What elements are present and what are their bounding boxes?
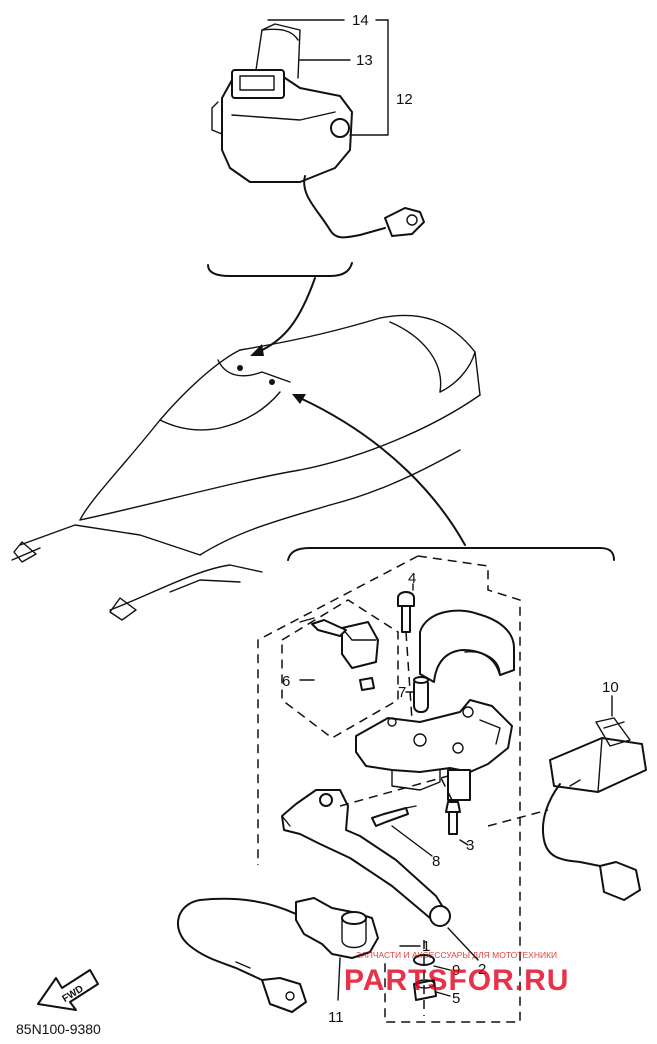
upper-bracket: [207, 262, 353, 356]
arrow-head: [292, 394, 306, 404]
callout-10: 10: [602, 679, 619, 696]
watermark-brand: PARTSFOR.RU: [344, 964, 569, 997]
lever-axis: [339, 775, 449, 807]
leader-8: [391, 825, 433, 857]
axis-4: [405, 631, 413, 721]
leader-lines-top: [267, 19, 389, 136]
brake-lever: [281, 789, 451, 927]
watermark-logo: ЗАПЧАСТИ И АКСЕССУАРЫ ДЛЯ МОТОТЕХНИКИ PA…: [344, 950, 569, 997]
switch-assembly: [211, 23, 425, 239]
leader-9: [433, 965, 451, 971]
part-7-pin: [413, 676, 429, 713]
drawing-code: 85N100-9380: [16, 1021, 101, 1037]
part-11-switch: [177, 897, 379, 1013]
callout-8: 8: [432, 853, 440, 870]
watermark-tagline: ЗАПЧАСТИ И АКСЕССУАРЫ ДЛЯ МОТОТЕХНИКИ: [356, 950, 557, 960]
part-4-bolt: [397, 591, 415, 633]
callout-1: 1: [422, 938, 430, 955]
fwd-arrow-icon: FWD: [37, 969, 99, 1011]
callout-2: 2: [478, 961, 486, 978]
callout-7: 7: [398, 684, 406, 701]
leader-2: [447, 927, 479, 961]
parts-9-5-fasteners: [413, 954, 437, 1001]
part-8-screw: [371, 805, 417, 827]
callout-12: 12: [396, 91, 413, 108]
part-10-connector: [542, 717, 647, 901]
axis-10: [487, 809, 549, 827]
clamp-cap: [419, 609, 515, 683]
part-3-bolt: [445, 801, 461, 835]
callout-14: 14: [352, 12, 369, 29]
callout-11: 11: [328, 1009, 344, 1026]
exploded-frame: [257, 555, 521, 1023]
lever-bracket: [355, 699, 513, 801]
leader-5: [435, 991, 451, 997]
callout-5: 5: [452, 990, 460, 1007]
axis-3: [439, 775, 453, 801]
callout-13: 13: [356, 52, 373, 69]
callout-3: 3: [466, 837, 474, 854]
lower-bracket: [287, 547, 615, 561]
callout-4: 4: [408, 570, 416, 587]
leader-11: [337, 957, 341, 1001]
part-6-adjuster: [299, 617, 379, 691]
callout-6: 6: [282, 673, 290, 690]
callout-9: 9: [452, 962, 460, 979]
arrow-to-handlebar: [299, 397, 466, 546]
leader-3: [459, 839, 469, 846]
snowmobile-body: [11, 314, 481, 621]
